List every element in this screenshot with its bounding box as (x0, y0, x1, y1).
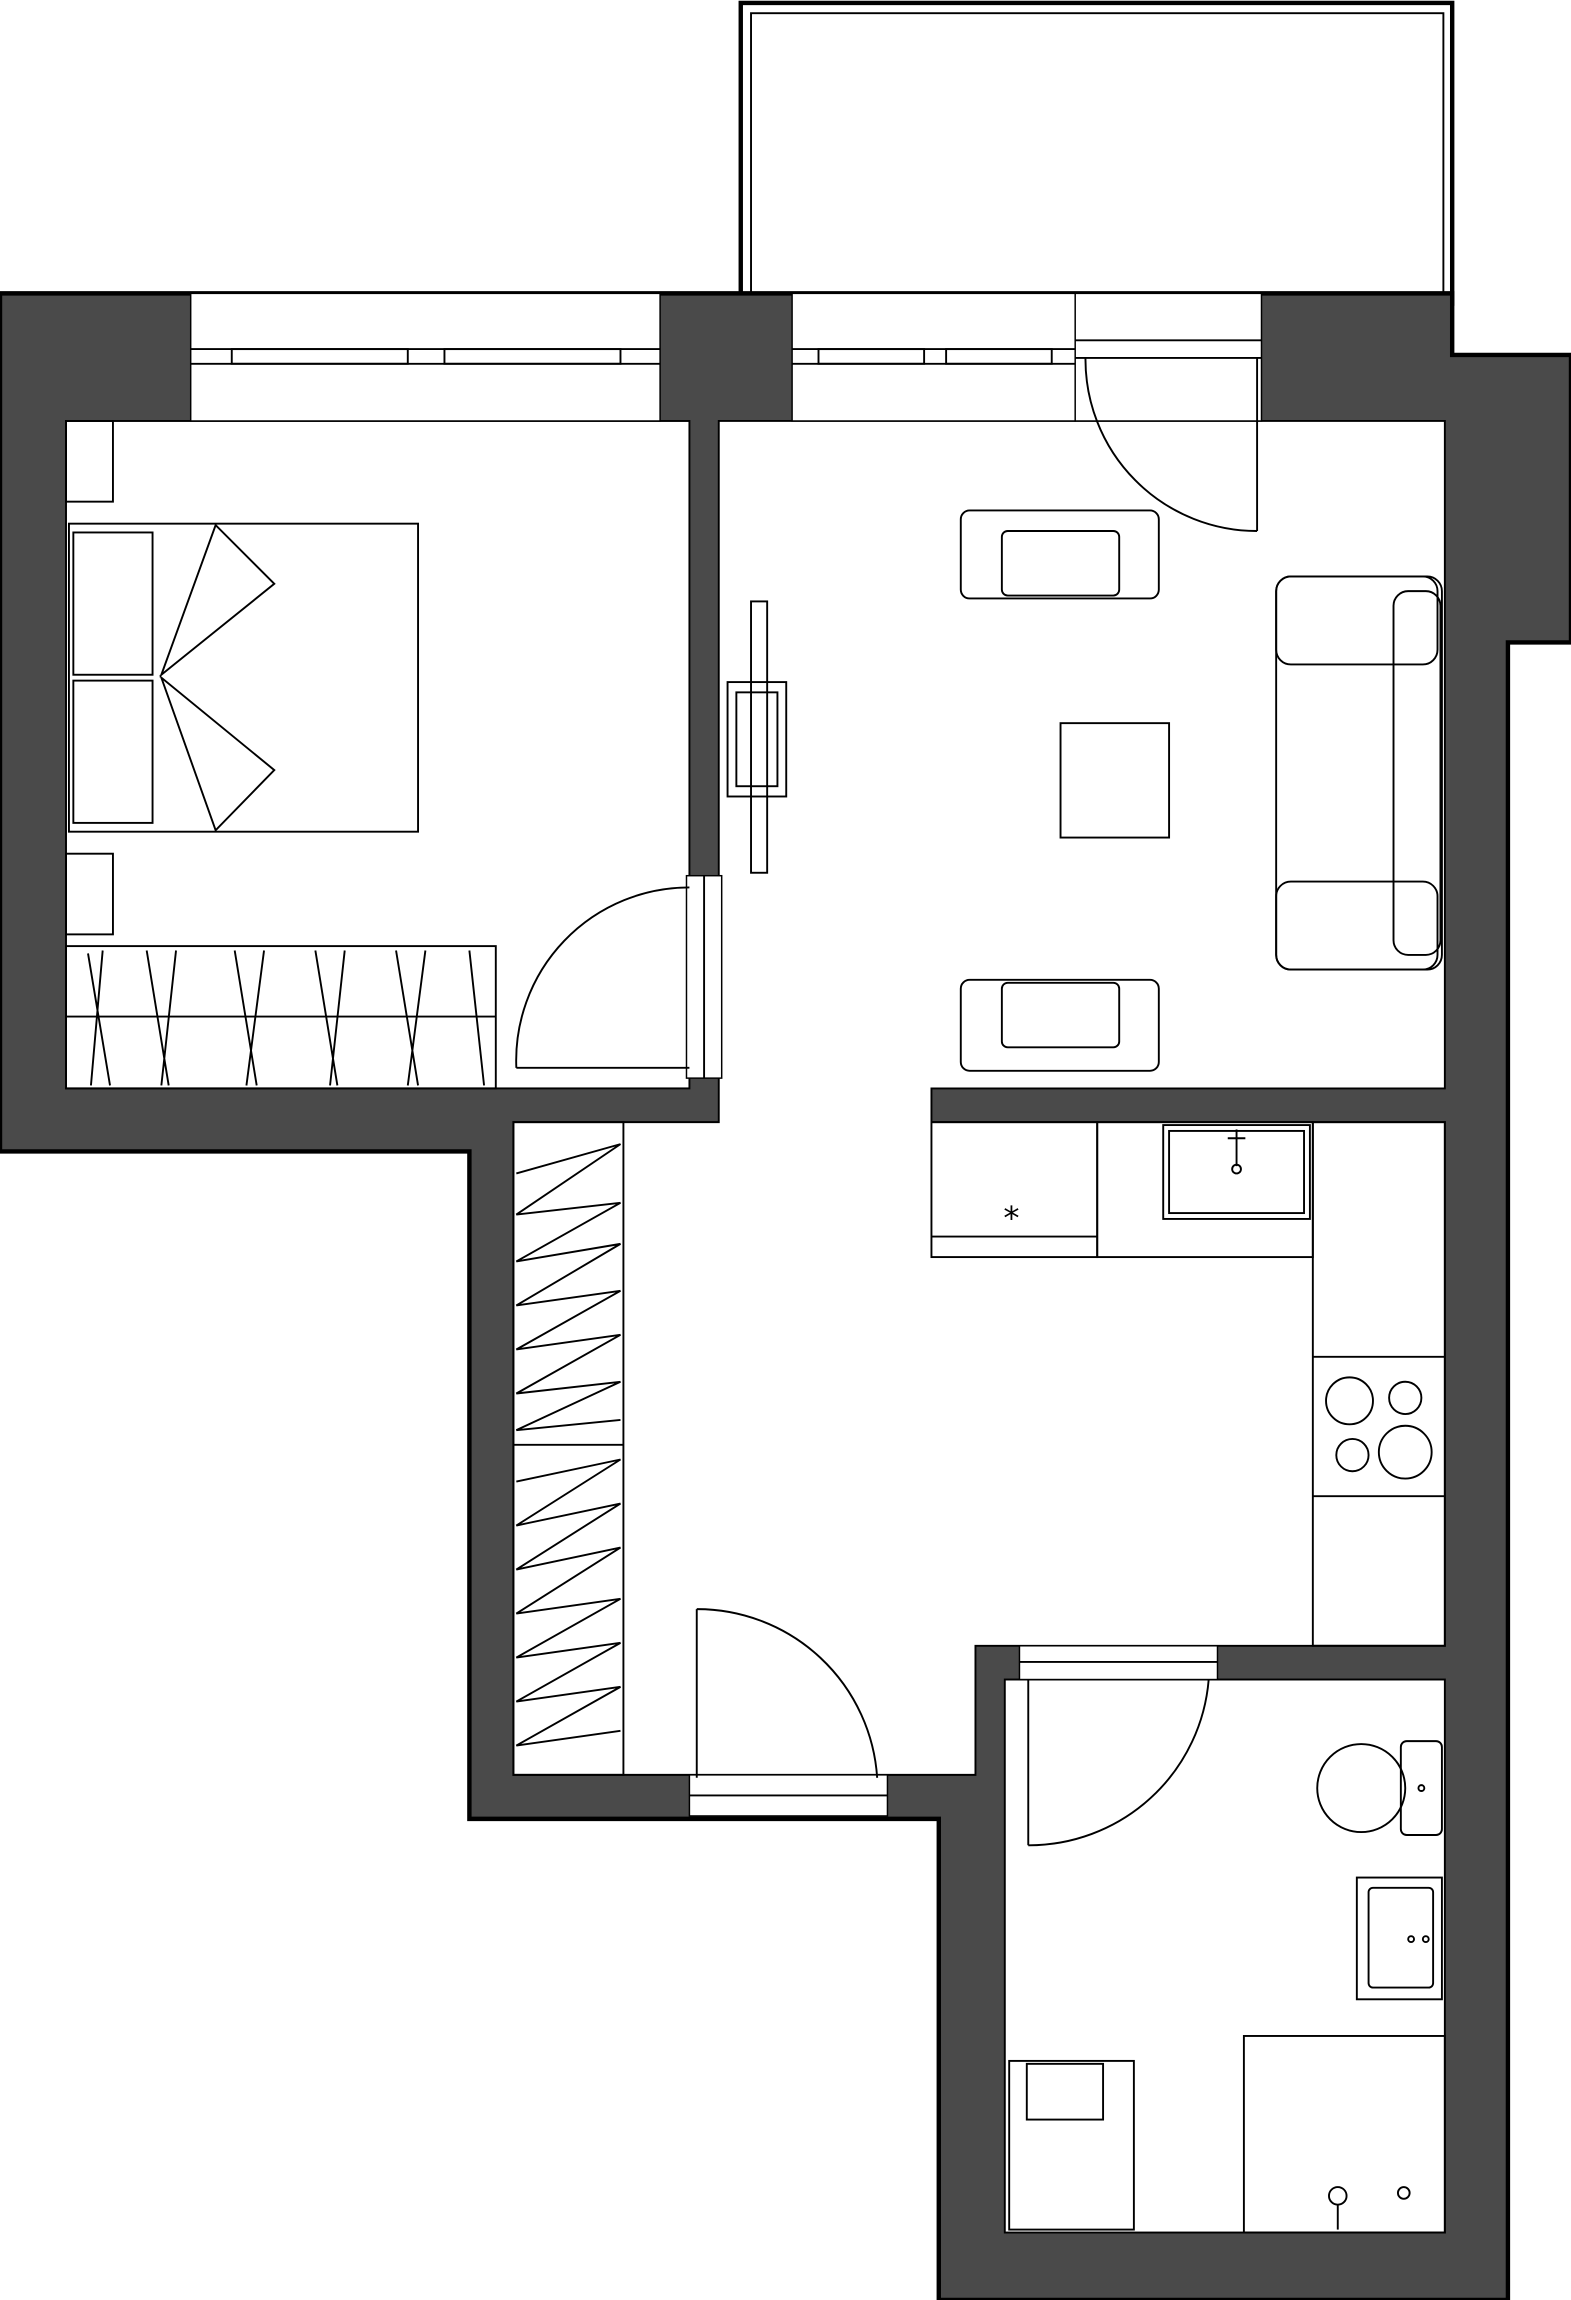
bedroom-door[interactable] (515, 874, 723, 1079)
living-window (791, 292, 1076, 422)
washing-machine (1008, 2059, 1135, 2231)
balcony (738, 0, 1455, 306)
double-bed (67, 522, 420, 833)
bedroom-wardrobe (65, 945, 497, 1090)
bathroom (1003, 1678, 1446, 2234)
fridge-symbol: * (1003, 1199, 1019, 1237)
bedroom (65, 420, 691, 1090)
armchair (959, 978, 1160, 1072)
stove (1325, 1376, 1433, 1480)
coffee-table (1059, 722, 1171, 839)
kitchen-sink (1162, 1124, 1311, 1220)
nightstand (65, 852, 114, 936)
bedroom-window (189, 292, 661, 422)
sofa (1275, 575, 1443, 971)
balcony-door[interactable] (1074, 292, 1263, 532)
armchair (959, 509, 1160, 600)
shower (1242, 2035, 1446, 2234)
tv-stand (726, 600, 788, 874)
nightstand (65, 420, 114, 503)
kitchen-counter (930, 1121, 1446, 1647)
toilet (1316, 1740, 1443, 1836)
washbasin (1355, 1876, 1443, 2001)
hall-wardrobe (512, 1121, 625, 1776)
entrance-door[interactable] (688, 1608, 889, 1817)
bathroom-door[interactable] (1018, 1645, 1219, 1847)
